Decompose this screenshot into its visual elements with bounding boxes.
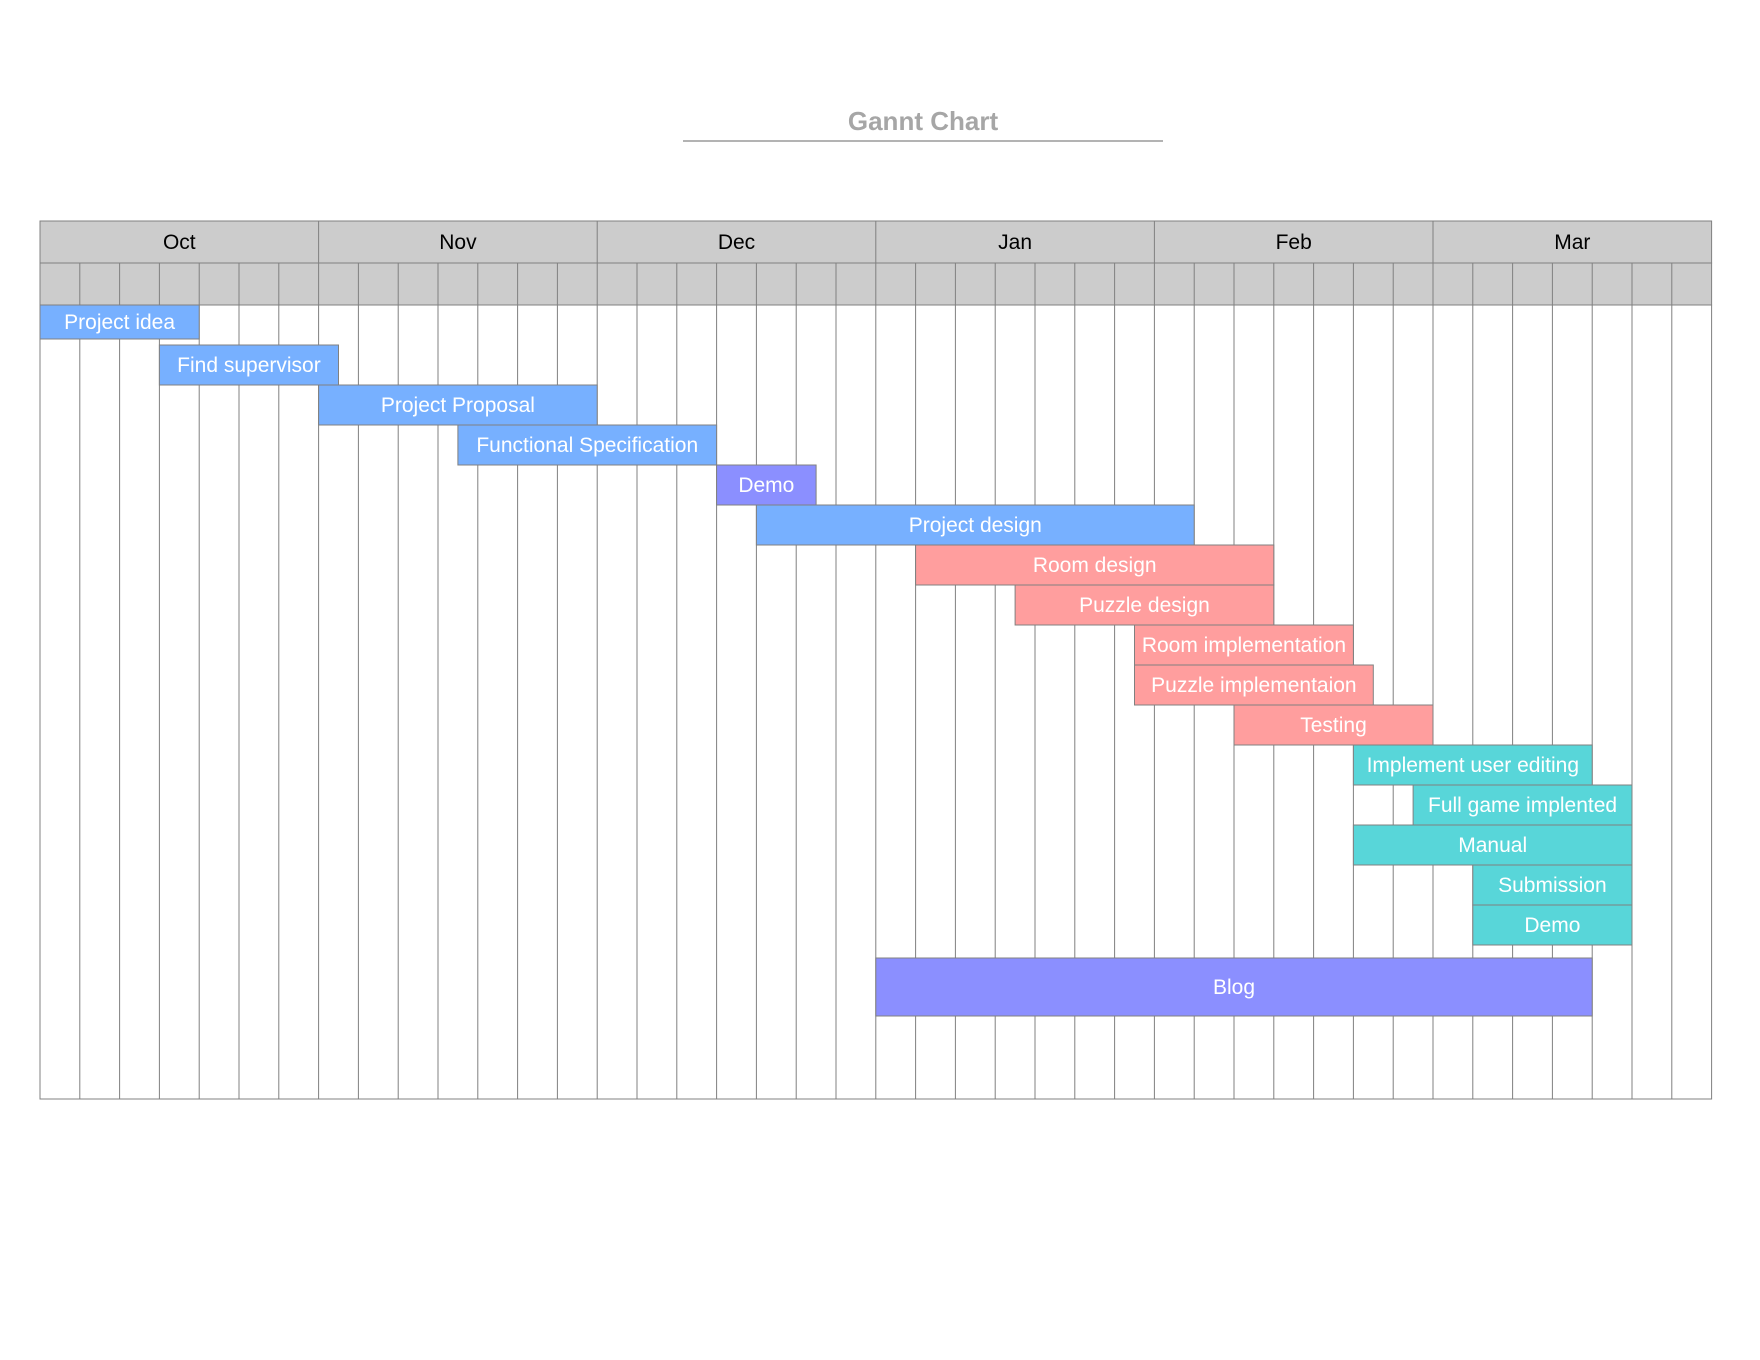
month-label-oct: Oct [163,231,196,254]
task-label-demo: Demo [1524,914,1580,937]
month-label-nov: Nov [439,231,477,254]
task-label-project-proposal: Project Proposal [381,394,535,417]
task-label-submission: Submission [1498,874,1607,897]
month-label-mar: Mar [1554,231,1590,254]
task-label-demo: Demo [738,474,794,497]
task-bar-puzzle-implementaion [1134,664,1374,706]
task-bar-room-design [915,544,1275,586]
task-bar-puzzle-design [1014,584,1275,626]
task-label-project-idea: Project idea [64,311,175,334]
task-bar-project-idea [39,304,200,340]
task-label-puzzle-implementaion: Puzzle implementaion [1151,674,1356,697]
task-label-find-supervisor: Find supervisor [177,354,321,377]
task-bar-demo [716,464,817,506]
task-bar-demo [1472,904,1633,946]
task-bar-implement-user-editing [1352,744,1593,786]
task-bar-room-implementation [1134,624,1354,666]
task-label-testing: Testing [1300,714,1367,737]
task-label-full-game-implented: Full game implented [1428,794,1617,817]
task-bar-functional-specification [457,424,718,466]
title-underline [683,140,1163,142]
task-label-project-design: Project design [909,514,1042,537]
task-bar-find-supervisor [158,344,339,386]
task-bar-project-proposal [318,384,598,426]
bar-layer [39,304,1633,1017]
month-label-dec: Dec [718,231,755,254]
task-bar-manual [1352,824,1633,866]
month-label-jan: Jan [998,231,1032,254]
task-label-room-design: Room design [1033,554,1157,577]
task-label-implement-user-editing: Implement user editing [1367,754,1579,777]
month-label-feb: Feb [1276,231,1312,254]
task-bar-submission [1472,864,1633,906]
task-label-blog: Blog [1213,976,1255,999]
task-label-puzzle-design: Puzzle design [1079,594,1210,617]
task-label-functional-specification: Functional Specification [476,434,698,457]
task-bar-full-game-implented [1412,784,1633,826]
task-label-room-implementation: Room implementation [1142,634,1346,657]
task-bar-testing [1233,704,1434,746]
task-bar-project-design [755,504,1195,546]
task-bar-blog [875,957,1593,1017]
chart-title: Gannt Chart [847,106,999,136]
task-label-manual: Manual [1458,834,1527,857]
